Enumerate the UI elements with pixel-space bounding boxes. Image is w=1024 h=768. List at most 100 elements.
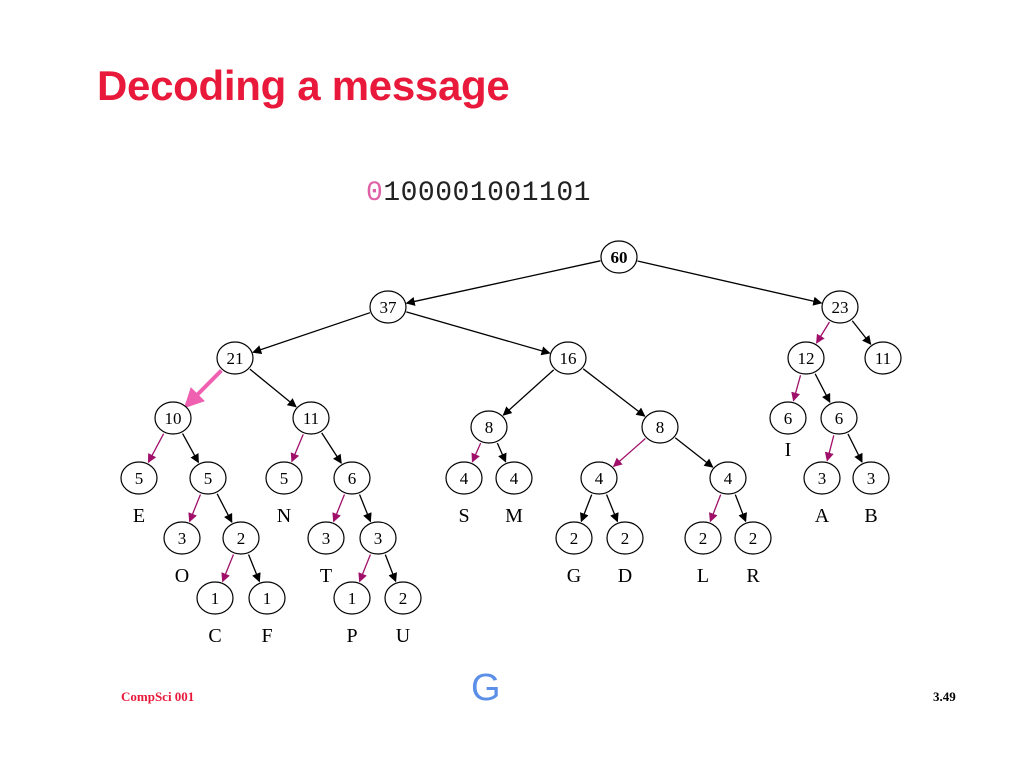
edge-n6a-n3t bbox=[332, 494, 346, 523]
edge-n60-n23 bbox=[637, 260, 823, 306]
node-circle bbox=[709, 461, 747, 495]
node-circle bbox=[555, 521, 593, 555]
node-circle bbox=[120, 461, 158, 495]
edge-n12-n6i bbox=[791, 375, 802, 402]
leaf-letter: T bbox=[320, 565, 332, 587]
edge-n11m-n6a bbox=[321, 432, 342, 464]
node-weight: 12 bbox=[798, 349, 815, 368]
tree-node-n4s: 4S bbox=[445, 461, 483, 527]
edge-n8b-n4a bbox=[612, 438, 646, 468]
tree-node-n3x: 3 bbox=[359, 521, 397, 555]
tree-node-n37: 37 bbox=[369, 290, 407, 324]
node-weight: 4 bbox=[595, 469, 604, 488]
tree-node-n2l: 2L bbox=[684, 521, 722, 587]
tree-node-n3b: 3B bbox=[852, 461, 890, 527]
node-weight: 4 bbox=[724, 469, 733, 488]
node-weight: 11 bbox=[875, 349, 891, 368]
node-circle bbox=[600, 240, 638, 274]
node-weight: 16 bbox=[560, 349, 577, 368]
tree-node-n1c: 1C bbox=[196, 581, 234, 647]
tree-edges bbox=[147, 260, 872, 583]
node-weight: 37 bbox=[380, 298, 398, 317]
edge-n21-n10 bbox=[183, 369, 223, 409]
node-weight: 1 bbox=[348, 589, 357, 608]
edge-n6r-n3b bbox=[847, 433, 863, 463]
node-circle bbox=[196, 581, 234, 615]
node-circle bbox=[189, 461, 227, 495]
tree-node-n1f: 1F bbox=[248, 581, 286, 647]
tree-node-n4b: 4 bbox=[709, 461, 747, 495]
node-circle bbox=[445, 461, 483, 495]
node-weight: 2 bbox=[399, 589, 408, 608]
leaf-letter: D bbox=[618, 565, 632, 587]
node-circle bbox=[787, 341, 825, 375]
node-weight: 2 bbox=[699, 529, 708, 548]
node-circle bbox=[154, 401, 192, 435]
edge-n11m-n5n bbox=[290, 434, 304, 463]
tree-node-n6r: 6 bbox=[820, 401, 858, 435]
node-weight: 2 bbox=[749, 529, 758, 548]
edge-n5a-n2a bbox=[216, 493, 233, 524]
node-weight: 3 bbox=[867, 469, 876, 488]
node-circle bbox=[265, 461, 303, 495]
edge-n23-n11r bbox=[851, 320, 872, 345]
node-circle bbox=[359, 521, 397, 555]
edge-n3x-n2u bbox=[384, 554, 397, 583]
edge-n12-n6r bbox=[814, 373, 831, 404]
tree-node-n10: 10 bbox=[154, 401, 192, 435]
node-circle bbox=[606, 521, 644, 555]
edge-n6r-n3a bbox=[824, 435, 835, 462]
node-circle bbox=[292, 401, 330, 435]
leaf-letter: I bbox=[785, 439, 792, 461]
node-weight: 10 bbox=[165, 409, 182, 428]
tree-node-n11r: 11 bbox=[864, 341, 902, 375]
leaf-letter: N bbox=[277, 505, 291, 527]
edge-n60-n37 bbox=[405, 260, 601, 306]
edge-n16-n8b bbox=[582, 368, 646, 417]
node-circle bbox=[864, 341, 902, 375]
leaf-letter: S bbox=[458, 505, 469, 527]
node-circle bbox=[163, 521, 201, 555]
edge-n37-n16 bbox=[406, 311, 551, 356]
node-weight: 6 bbox=[784, 409, 793, 428]
node-weight: 5 bbox=[280, 469, 289, 488]
node-weight: 3 bbox=[322, 529, 331, 548]
node-weight: 11 bbox=[303, 409, 319, 428]
tree-node-n4a: 4 bbox=[580, 461, 618, 495]
leaf-letter: F bbox=[261, 625, 272, 647]
encoded-bit-string: 0100001001101 bbox=[366, 178, 591, 209]
node-circle bbox=[641, 410, 679, 444]
leaf-letter: P bbox=[346, 625, 357, 647]
edge-n4b-n2l bbox=[709, 494, 722, 523]
edge-n8a-n4m bbox=[496, 442, 507, 463]
edge-n3x-n1p bbox=[358, 554, 372, 583]
node-circle bbox=[803, 461, 841, 495]
node-weight: 4 bbox=[510, 469, 519, 488]
node-circle bbox=[769, 401, 807, 435]
node-circle bbox=[549, 341, 587, 375]
tree-node-n2g: 2G bbox=[555, 521, 593, 587]
leaf-letter: R bbox=[746, 565, 760, 587]
leaf-letter: U bbox=[396, 625, 411, 647]
slide-title: Decoding a message bbox=[97, 62, 510, 109]
tree-node-n2r: 2R bbox=[734, 521, 772, 587]
tree-node-n3o: 3O bbox=[163, 521, 201, 587]
tree-node-n60: 60 bbox=[600, 240, 638, 274]
edge-n4a-n2g bbox=[580, 494, 593, 523]
leaf-letter: E bbox=[133, 505, 145, 527]
tree-node-n5a: 5 bbox=[189, 461, 227, 495]
node-circle bbox=[384, 581, 422, 615]
tree-node-n12: 12 bbox=[787, 341, 825, 375]
tree-node-n6i: 6I bbox=[769, 401, 807, 461]
leaf-letter: O bbox=[175, 565, 189, 587]
node-weight: 23 bbox=[832, 298, 849, 317]
edge-n4a-n2d bbox=[605, 494, 619, 523]
node-weight: 2 bbox=[570, 529, 579, 548]
tree-node-n4m: 4M bbox=[495, 461, 533, 527]
remaining-bits: 100001001101 bbox=[383, 178, 591, 209]
decoded-letter: G bbox=[471, 667, 501, 709]
node-weight: 2 bbox=[621, 529, 630, 548]
leaf-letter: C bbox=[208, 625, 221, 647]
node-weight: 3 bbox=[818, 469, 827, 488]
